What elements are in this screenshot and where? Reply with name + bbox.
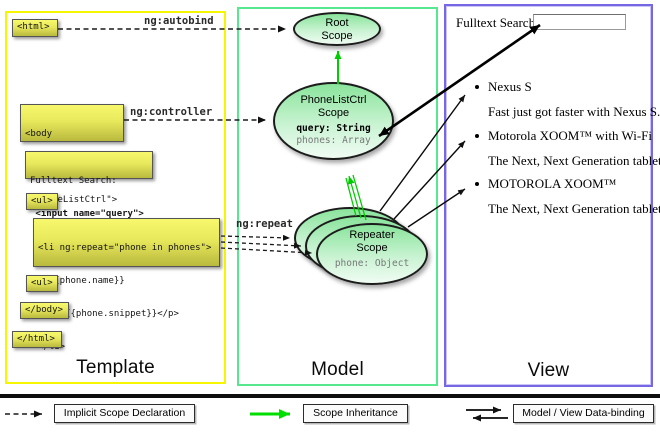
template-panel-label: Template [76, 357, 155, 378]
body-close-tag-note: </body> [20, 302, 69, 319]
item-desc: Fast just got faster with Nexus S. [488, 104, 660, 119]
bullet-icon [475, 182, 479, 186]
code-line: {{phone.name}} [38, 276, 125, 286]
body-open-tag-note: <body ng:controller= "PhoneListCtrl"> [20, 104, 124, 205]
scope-title: Scope [321, 29, 353, 42]
bullet-icon [475, 85, 479, 89]
code-line: <body [25, 129, 53, 139]
code-line: <li ng:repeat="phone in phones"> [38, 243, 212, 253]
scope-title: Root [325, 17, 349, 29]
item-desc: The Next, Next Generation tablet. [488, 153, 660, 168]
item-title: Motorola XOOM™ with Wi-Fi [488, 128, 653, 143]
view-list-item: Nexus S Fast just got faster with Nexus … [475, 79, 660, 120]
scope-title: Repeater [349, 229, 395, 241]
legend-implicit-scope-declaration: Implicit Scope Declaration [54, 404, 195, 423]
repeater-scope-ellipse-front: Repeater Scope phone: Object [316, 223, 428, 285]
code-line: <input name="query"> [30, 209, 144, 219]
code-line: Fulltext Search: [30, 176, 117, 186]
ng-repeat-label: ng:repeat [236, 218, 293, 230]
template-panel: Template [5, 11, 226, 384]
legend-scope-inheritance: Scope Inheritance [303, 404, 408, 423]
fulltext-search-note: Fulltext Search: <input name="query"> [25, 151, 153, 219]
code-line: </li> [38, 342, 215, 353]
item-title: Nexus S [488, 79, 532, 94]
scope-property-query: query: String [296, 123, 371, 134]
code-line: "PhoneListCtrl"> [25, 195, 118, 205]
view-panel-label: View [527, 360, 570, 381]
ng-autobind-label: ng:autobind [144, 15, 214, 27]
scope-title: PhoneListCtrl [300, 94, 367, 106]
scope-title: Scope [317, 106, 350, 119]
li-repeat-note: <li ng:repeat="phone in phones"> {{phone… [33, 218, 220, 352]
bullet-icon [475, 134, 479, 138]
legend-model-view-databinding: Model / View Data-binding [513, 404, 654, 423]
html-open-tag-note: <html> [12, 19, 58, 37]
scope-property-phones: phones: Array [296, 135, 371, 146]
scope-property-phone: phone: Object [334, 258, 410, 269]
view-search-label: Fulltext Search: [456, 15, 539, 30]
model-panel-label: Model [311, 359, 364, 380]
item-title: MOTOROLA XOOM™ [488, 176, 617, 191]
view-list-item: Motorola XOOM™ with Wi-Fi The Next, Next… [475, 128, 660, 169]
code-line: <p>{{phone.snippet}}</p> [38, 309, 179, 319]
legend-separator-line [0, 394, 660, 398]
model-panel: Model [237, 7, 438, 386]
html-close-tag-note: </html> [12, 331, 62, 348]
root-scope-ellipse: Root Scope [293, 12, 381, 46]
phonelistctrl-scope-ellipse: PhoneListCtrl Scope query: String phones… [273, 82, 394, 160]
ng-controller-label: ng:controller [130, 106, 213, 118]
item-desc: The Next, Next Generation tablet. [488, 201, 660, 216]
view-list-item: MOTOROLA XOOM™ The Next, Next Generation… [475, 176, 660, 217]
ul-close-tag-note: <ul> [26, 275, 58, 292]
view-search-input[interactable] [533, 14, 626, 30]
scope-title: Scope [356, 241, 388, 254]
ul-open-tag-note: <ul> [26, 193, 58, 210]
